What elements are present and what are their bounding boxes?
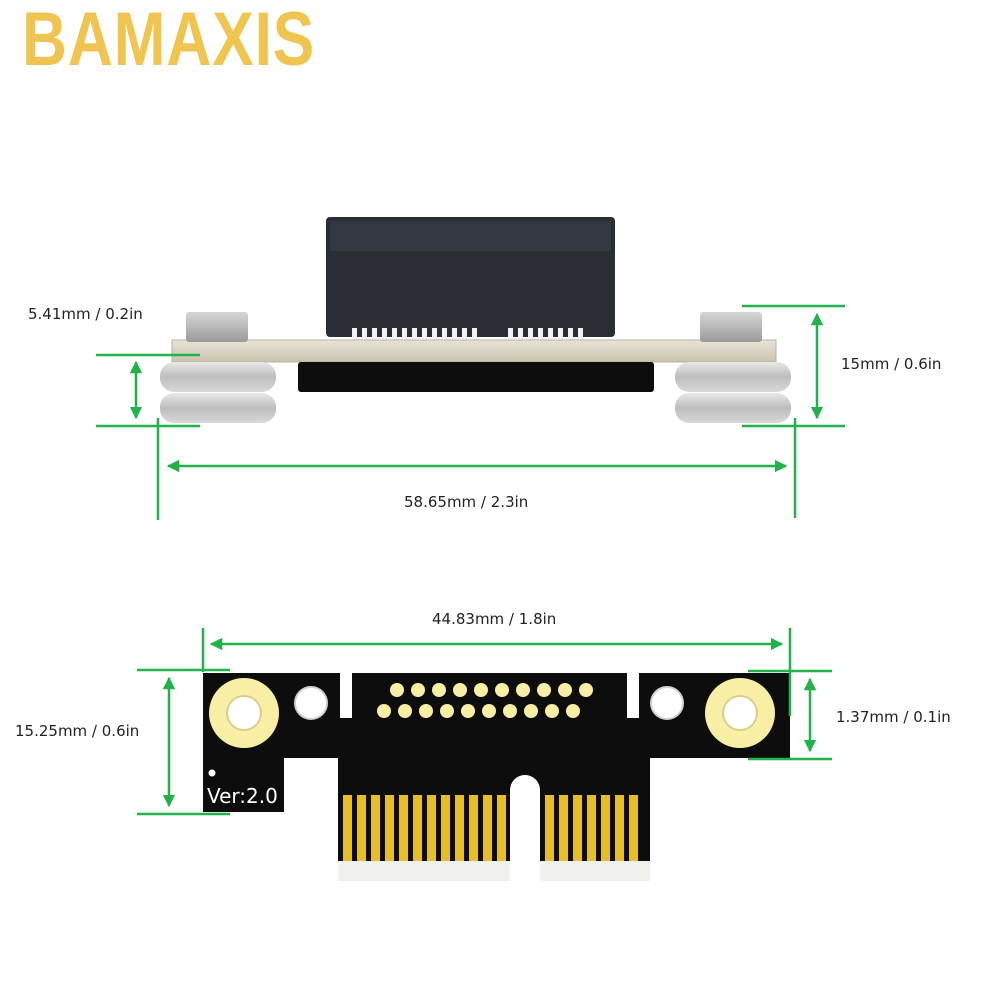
left-small-hole xyxy=(294,686,328,720)
pin1-dot xyxy=(208,769,216,777)
standoff-height-label: 5.41mm / 0.2in xyxy=(28,305,143,323)
hole-spacing-label: 44.83mm / 1.8in xyxy=(432,610,556,628)
card-edge-bevel xyxy=(540,861,650,881)
side-view: 5.41mm / 0.2in 15mm / 0.6in 58.65mm / 2.… xyxy=(28,217,941,520)
total-height-dimension xyxy=(742,304,845,428)
version-label: Ver:2.0 xyxy=(207,784,278,808)
board-height-label: 15.25mm / 0.6in xyxy=(15,722,139,740)
right-mounting-pad xyxy=(705,678,775,748)
side-card-edge xyxy=(298,362,654,392)
pad-offset-label: 1.37mm / 0.1in xyxy=(836,708,951,726)
pcie-slot-connector xyxy=(326,217,615,340)
standoff-height-dimension xyxy=(96,353,200,428)
solder-pin-pads xyxy=(377,683,593,718)
gold-fingers-left xyxy=(343,795,506,861)
top-pcb-board xyxy=(203,673,790,880)
left-standoff xyxy=(160,312,276,423)
total-height-label: 15mm / 0.6in xyxy=(841,355,941,373)
card-edge-bevel xyxy=(338,861,510,881)
top-view: Ver:2.0 44.83mm / 1.8in 15.25mm / 0.6in … xyxy=(15,610,951,881)
total-width-dimension xyxy=(156,418,797,520)
board-height-dimension xyxy=(137,668,230,816)
left-mounting-pad xyxy=(209,678,279,748)
total-width-label: 58.65mm / 2.3in xyxy=(404,493,528,511)
gold-fingers-right xyxy=(545,795,638,861)
side-pcb-board xyxy=(171,339,777,363)
right-standoff xyxy=(675,312,791,423)
pad-offset-dimension xyxy=(748,669,832,761)
right-small-hole xyxy=(650,686,684,720)
brand-logo: BAMAXIS xyxy=(22,0,316,82)
